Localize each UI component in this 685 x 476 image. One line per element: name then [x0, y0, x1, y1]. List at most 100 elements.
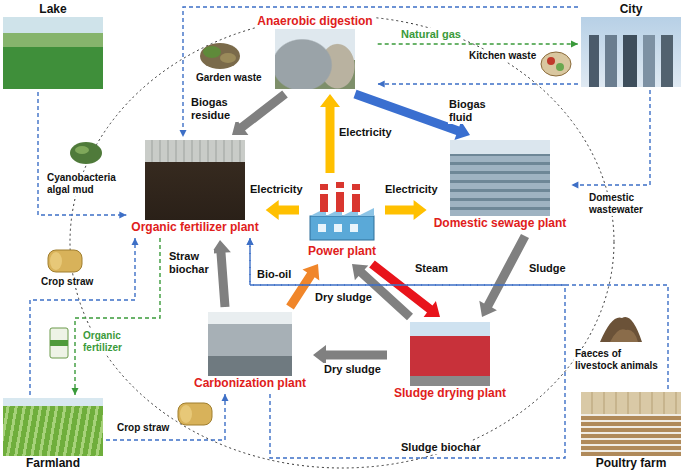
power-plant-drawing: [304, 178, 380, 244]
garden-waste-twigs: [220, 53, 236, 63]
flow-line: [378, 43, 578, 44]
photo: [208, 312, 292, 376]
kitchen-waste-food: [556, 63, 564, 71]
flow-label: Cyanobacteria algal mud: [46, 172, 126, 196]
arrowhead: [247, 238, 254, 245]
source-node: Poultry farm: [581, 392, 681, 471]
arrowhead: [180, 130, 187, 137]
dashed-flow-line: [247, 238, 669, 389]
flow-arrow-body: [479, 234, 529, 317]
node-label: Power plant: [306, 244, 378, 259]
chimney: [320, 184, 328, 212]
flow-line: [106, 394, 225, 440]
fertilizer-bag: [50, 328, 68, 358]
kitchen-waste-icon: [541, 52, 571, 76]
block-arrow: [320, 94, 340, 173]
photo: [275, 29, 355, 89]
flow-label: Bio-oil: [256, 268, 292, 281]
flow-arrow-body: [385, 200, 427, 220]
node-label: Lake: [37, 2, 68, 17]
fertilizer-bag-icon: [50, 328, 68, 358]
dashed-flow-line: [378, 81, 578, 88]
flow-line: [250, 238, 668, 389]
flow-label: Kitchen waste: [468, 50, 537, 62]
flow-line: [378, 83, 578, 84]
node-label: Domestic sewage plant: [432, 216, 569, 231]
straw-bale-icon: [48, 250, 82, 272]
flow-label: Crop straw: [40, 276, 94, 288]
arrowhead: [132, 238, 139, 245]
chimney-band: [320, 190, 328, 194]
flow-label: Dry sludge: [314, 291, 373, 304]
node-label: City: [618, 2, 645, 17]
facility-node: Organic fertilizer plant: [129, 140, 260, 235]
dashed-flow-line: [38, 92, 126, 219]
arrowhead: [378, 81, 385, 88]
garden-waste-leaves: [203, 46, 221, 58]
straw-bale-icon: [178, 403, 212, 425]
flow-label: Biogas fluid: [448, 98, 496, 124]
facility-node: Carbonization plant: [192, 312, 308, 391]
block-arrow: [266, 200, 299, 220]
flow-line: [183, 7, 578, 137]
block-arrow: [385, 200, 427, 220]
chimney-band: [336, 188, 344, 192]
facility-node: Sludge drying plant: [392, 322, 508, 401]
node-label: Poultry farm: [594, 456, 669, 471]
algal-mud-icon: [70, 142, 102, 164]
photo: [450, 140, 550, 216]
flow-label: Sludge biochar: [400, 441, 481, 454]
arrowhead: [247, 238, 254, 245]
flow-line: [250, 238, 565, 458]
flow-label: Straw biochar: [168, 250, 214, 276]
flow-arrow-body: [313, 345, 387, 365]
fertilizer-bag-band: [50, 340, 68, 346]
dashed-flow-line: [247, 238, 566, 458]
photo: [145, 140, 245, 220]
flow-label: Crop straw: [116, 422, 170, 434]
dashed-flow-line: [106, 394, 229, 440]
photo: [581, 392, 681, 456]
photo: [3, 398, 103, 456]
block-arrow: [313, 345, 387, 365]
block-arrow: [232, 90, 288, 135]
flow-label: Electricity: [384, 183, 439, 196]
plant-body: [310, 216, 374, 240]
manure-pile: [600, 317, 642, 342]
photo: [3, 17, 103, 89]
garden-waste-pile: [200, 43, 240, 69]
arrowhead: [119, 212, 126, 219]
flow-line: [38, 92, 126, 215]
node-label: Carbonization plant: [192, 376, 308, 391]
flow-line: [571, 90, 650, 185]
flow-label: Steam: [414, 262, 449, 275]
flow-label: Faeces of livestock animals: [574, 348, 664, 372]
algal-mud-pile: [70, 142, 102, 164]
arrowhead: [72, 388, 79, 395]
flow-label: Sludge: [528, 262, 567, 275]
dashed-flow-line: [72, 238, 161, 395]
algal-mud-highlight: [75, 146, 89, 154]
straw-bale: [48, 250, 82, 272]
flow-label: Organic fertilizer: [82, 330, 144, 354]
chimney: [352, 184, 360, 212]
straw-bale-end: [50, 252, 62, 270]
dashed-flow-line: [571, 90, 650, 189]
source-node: City: [581, 2, 681, 87]
kitchen-waste-food: [547, 57, 555, 65]
flow-arrow-body: [320, 94, 340, 173]
manure-pile-top: [610, 329, 638, 342]
flow-line: [30, 238, 135, 395]
kitchen-waste-plate: [541, 52, 571, 76]
flow-label: Natural gas: [400, 28, 462, 41]
flow-label: Domestic wastewater: [588, 192, 656, 216]
flow-label: Electricity: [338, 126, 393, 139]
manure-icon: [600, 317, 642, 342]
facility-node: Power plant: [304, 178, 380, 259]
flow-label: Electricity: [249, 183, 304, 196]
flow-arrow-body: [266, 200, 299, 220]
flow-label: Biogas residue: [190, 96, 238, 122]
